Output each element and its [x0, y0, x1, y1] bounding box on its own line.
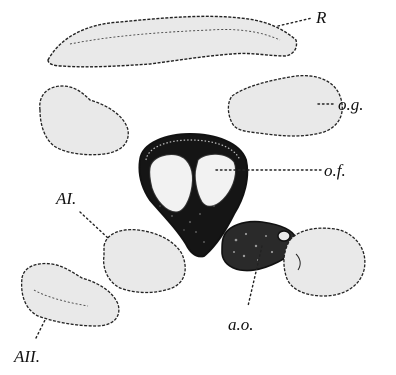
structure-ao-nucleus [278, 231, 290, 241]
structure-R [48, 16, 297, 66]
leader-R [278, 18, 312, 26]
structure-left-mid [40, 86, 129, 155]
label-R: R [316, 9, 326, 26]
structure-AI [104, 230, 186, 293]
structure-right-lower [284, 228, 365, 296]
label-AII: AII. [14, 348, 40, 365]
leader-AII [36, 318, 46, 338]
structure-og [228, 76, 342, 136]
leader-AI [80, 212, 108, 238]
label-og: o.g. [338, 96, 364, 113]
label-AI: AI. [56, 190, 76, 207]
label-of: o.f. [324, 162, 346, 179]
structure-AII [22, 264, 119, 326]
label-ao: a.o. [228, 316, 254, 333]
